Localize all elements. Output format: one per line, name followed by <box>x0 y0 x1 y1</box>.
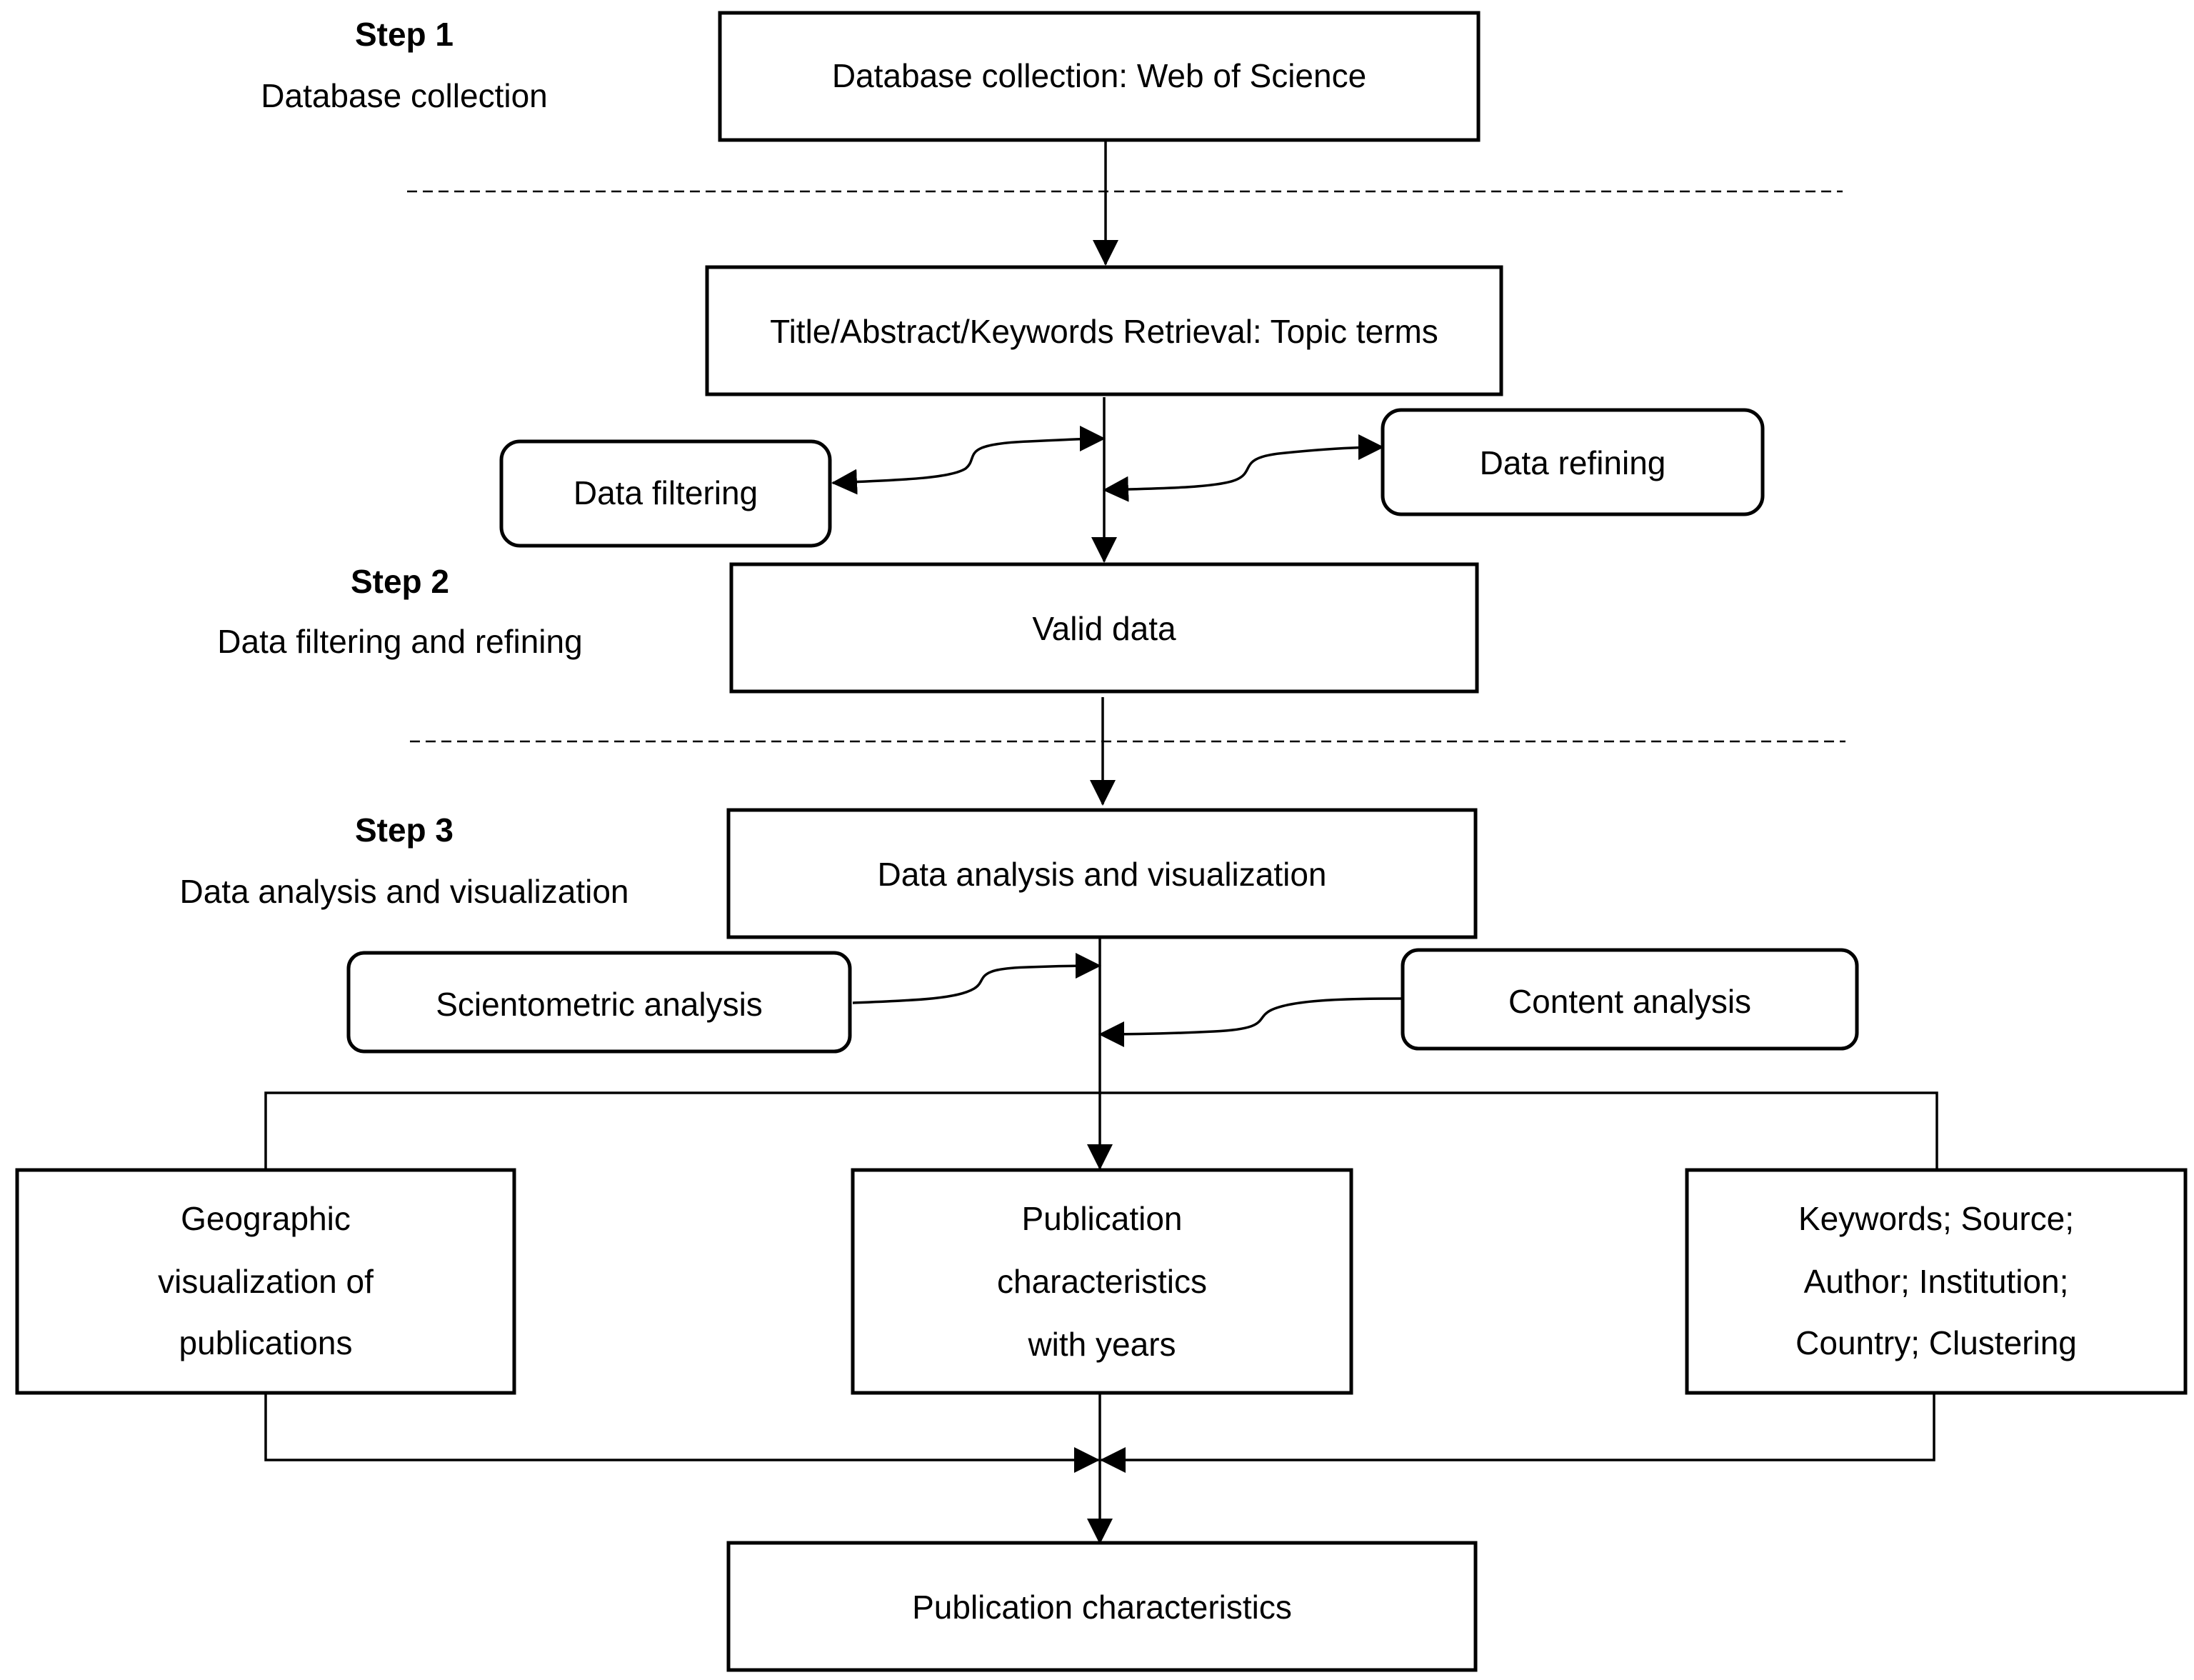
node-analysis-visualization-label: Data analysis and visualization <box>877 856 1326 893</box>
branch-bus <box>264 1091 1938 1169</box>
node-publication-characteristics-label: Publication characteristics <box>912 1589 1292 1626</box>
node-publication-years: Publication characteristics with years <box>851 1168 1353 1395</box>
step-3-subtitle: Data analysis and visualization <box>179 873 628 910</box>
node-retrieval-label: Title/Abstract/Keywords Retrieval: Topic… <box>770 313 1438 350</box>
node-database-collection: Database collection: Web of Science <box>718 11 1481 142</box>
node-database-collection-label: Database collection: Web of Science <box>832 57 1366 94</box>
step-3-title: Step 3 <box>355 811 454 849</box>
arrow-data-refining <box>1103 434 1384 502</box>
node-geographic: Geographic visualization of publications <box>15 1168 516 1395</box>
node-publication-characteristics: Publication characteristics <box>726 1541 1478 1672</box>
arrow-keywords-to-merge <box>1100 1393 1935 1473</box>
node-data-refining: Data refining <box>1381 408 1765 516</box>
node-geographic-line-3: publications <box>179 1324 353 1361</box>
node-publication-years-line-1: Publication <box>1021 1200 1182 1237</box>
node-data-refining-label: Data refining <box>1480 444 1666 481</box>
node-keywords-source: Keywords; Source; Author; Institution; C… <box>1685 1168 2188 1395</box>
node-keywords-source-line-3: Country; Clustering <box>1795 1324 2077 1361</box>
step-2-label: Step 2 Data filtering and refining <box>217 563 582 660</box>
node-geographic-line-1: Geographic <box>181 1200 351 1237</box>
step-2-title: Step 2 <box>351 563 449 600</box>
node-retrieval: Title/Abstract/Keywords Retrieval: Topic… <box>705 265 1503 396</box>
node-content-analysis-label: Content analysis <box>1508 983 1751 1020</box>
node-scientometric-analysis: Scientometric analysis <box>346 951 852 1054</box>
node-publication-years-line-3: with years <box>1027 1326 1176 1363</box>
step-1-subtitle: Database collection <box>261 77 547 114</box>
node-data-filtering-label: Data filtering <box>573 474 758 511</box>
node-content-analysis: Content analysis <box>1401 948 1859 1051</box>
node-valid-data: Valid data <box>729 562 1479 694</box>
node-scientometric-analysis-label: Scientometric analysis <box>436 986 763 1023</box>
node-keywords-source-line-1: Keywords; Source; <box>1798 1200 2074 1237</box>
arrow-content-analysis <box>1098 997 1402 1047</box>
node-keywords-source-line-2: Author; Institution; <box>1804 1263 2069 1300</box>
arrow-geographic-to-merge <box>264 1393 1100 1473</box>
node-data-filtering: Data filtering <box>499 439 832 548</box>
step-1-title: Step 1 <box>355 16 454 53</box>
step-2-subtitle: Data filtering and refining <box>217 623 582 660</box>
node-publication-years-line-2: characteristics <box>997 1263 1207 1300</box>
node-geographic-line-2: visualization of <box>158 1263 374 1300</box>
arrow-scientometric <box>852 953 1101 1004</box>
node-analysis-visualization: Data analysis and visualization <box>726 808 1478 939</box>
node-valid-data-label: Valid data <box>1032 610 1176 647</box>
step-3-label: Step 3 Data analysis and visualization <box>179 811 628 910</box>
arrow-data-filtering <box>831 426 1106 495</box>
step-1-label: Step 1 Database collection <box>261 16 547 114</box>
